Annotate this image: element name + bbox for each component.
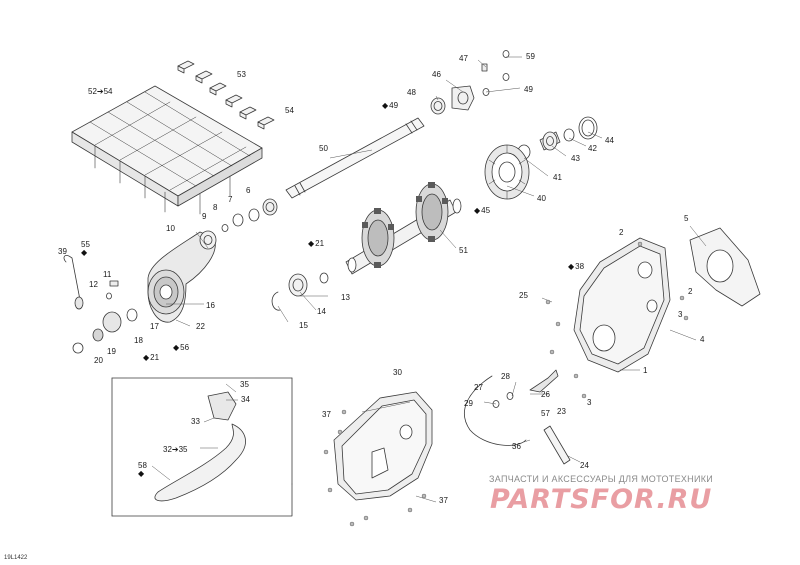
callout-52-54: 52➔54: [88, 87, 113, 96]
callout-21b-oil: ◆21: [143, 353, 160, 362]
watermark-tagline: ЗАПЧАСТИ И АКСЕССУАРЫ ДЛЯ МОТОТЕХНИКИ: [489, 474, 714, 484]
callout-9: 9: [202, 212, 207, 221]
oil-drop-icon: ◆: [308, 239, 315, 248]
track-clip-plate-part: [71, 85, 263, 215]
left-bearing-stack-part: [221, 198, 278, 232]
callout-39: 39: [58, 247, 67, 256]
bolt-hardware: [323, 241, 689, 527]
callout-35: 35: [240, 380, 249, 389]
callout-4: 4: [700, 335, 705, 344]
middle-bearing-stack-part: [271, 272, 329, 311]
chaincase-housing-part: [573, 237, 671, 373]
drive-shaft-part: [285, 117, 425, 199]
callout-49: 49: [524, 85, 533, 94]
callout-17: 17: [150, 322, 159, 331]
callout-28: 28: [501, 372, 510, 381]
callout-47: 47: [459, 54, 468, 63]
callout-11: 11: [103, 270, 112, 279]
loose-track-clips-part: [177, 60, 275, 130]
callout-12: 12: [89, 280, 98, 289]
callout-33: 33: [191, 417, 200, 426]
callout-1: 1: [643, 366, 648, 375]
callout-21-oil: ◆21: [308, 239, 325, 248]
callout-19: 19: [107, 347, 116, 356]
callout-13: 13: [341, 293, 350, 302]
callout-55-oil: 55◆: [81, 240, 90, 257]
callout-50: 50: [319, 144, 328, 153]
sub-assembly-frame: [111, 377, 293, 517]
callout-42: 42: [588, 144, 597, 153]
callout-58-oil: 58◆: [138, 461, 147, 478]
callout-37b: 37: [439, 496, 448, 505]
callout-8: 8: [213, 203, 218, 212]
oil-drop-icon: ◆: [81, 248, 88, 257]
callout-15: 15: [299, 321, 308, 330]
gear-housing-part: [147, 230, 217, 323]
right-bearing-stack-part: [517, 116, 598, 160]
callout-43: 43: [571, 154, 580, 163]
callout-36: 36: [512, 442, 521, 451]
callout-59: 59: [526, 52, 535, 61]
upper-bearings-part: [430, 50, 510, 115]
sprocket-shaft-assembly-part: [345, 182, 462, 275]
oil-drop-icon: ◆: [568, 262, 575, 271]
tensioner-rod-part: [63, 255, 84, 310]
callout-38-oil: ◆38: [568, 262, 585, 271]
callout-14: 14: [317, 307, 326, 316]
callout-41: 41: [553, 173, 562, 182]
callout-32-35: 32➔35: [163, 445, 188, 454]
callout-27: 27: [474, 383, 483, 392]
callout-10: 10: [166, 224, 175, 233]
callout-23: 23: [557, 407, 566, 416]
callout-57: 57: [541, 409, 550, 418]
cable-part: [464, 375, 527, 446]
callout-2b: 2: [688, 287, 693, 296]
callout-34: 34: [241, 395, 250, 404]
oil-drop-icon: ◆: [173, 343, 180, 352]
lever-and-rod-part: [492, 369, 571, 465]
callout-7: 7: [228, 195, 233, 204]
callout-26: 26: [541, 390, 550, 399]
oil-drop-icon: ◆: [382, 101, 389, 110]
callout-2: 2: [619, 228, 624, 237]
callout-51: 51: [459, 246, 468, 255]
outer-cover-part: [689, 227, 761, 307]
callout-3: 3: [678, 310, 683, 319]
callout-30: 30: [393, 368, 402, 377]
callout-24: 24: [580, 461, 589, 470]
diagram-reference-code: 19L1422: [4, 555, 28, 561]
callout-22: 22: [196, 322, 205, 331]
callout-6: 6: [246, 186, 251, 195]
small-hardware-part: [106, 280, 119, 300]
callout-20: 20: [94, 356, 103, 365]
callout-49-oil: ◆49: [382, 101, 399, 110]
callout-37: 37: [322, 410, 331, 419]
oil-drop-icon: ◆: [143, 353, 150, 362]
callout-25: 25: [519, 291, 528, 300]
brake-disc-part: [484, 144, 530, 200]
callout-3b: 3: [587, 398, 592, 407]
callout-54: 54: [285, 106, 294, 115]
callout-46: 46: [432, 70, 441, 79]
drive-cover-part: [333, 391, 433, 501]
callout-44: 44: [605, 136, 614, 145]
callout-53: 53: [237, 70, 246, 79]
callout-16: 16: [206, 301, 215, 310]
lower-gear-stack-part: [72, 308, 138, 354]
handle-part: [154, 391, 246, 502]
callout-40: 40: [537, 194, 546, 203]
leader-lines: [151, 56, 707, 503]
callout-56-oil: ◆56: [173, 343, 190, 352]
callout-18: 18: [134, 336, 143, 345]
oil-drop-icon: ◆: [474, 206, 481, 215]
callout-45-oil: ◆45: [474, 206, 491, 215]
callout-29: 29: [464, 399, 473, 408]
oil-drop-icon: ◆: [138, 469, 145, 478]
callout-5: 5: [684, 214, 689, 223]
watermark-logo: PARTSFOR.RU: [490, 484, 713, 515]
callout-48: 48: [407, 88, 416, 97]
